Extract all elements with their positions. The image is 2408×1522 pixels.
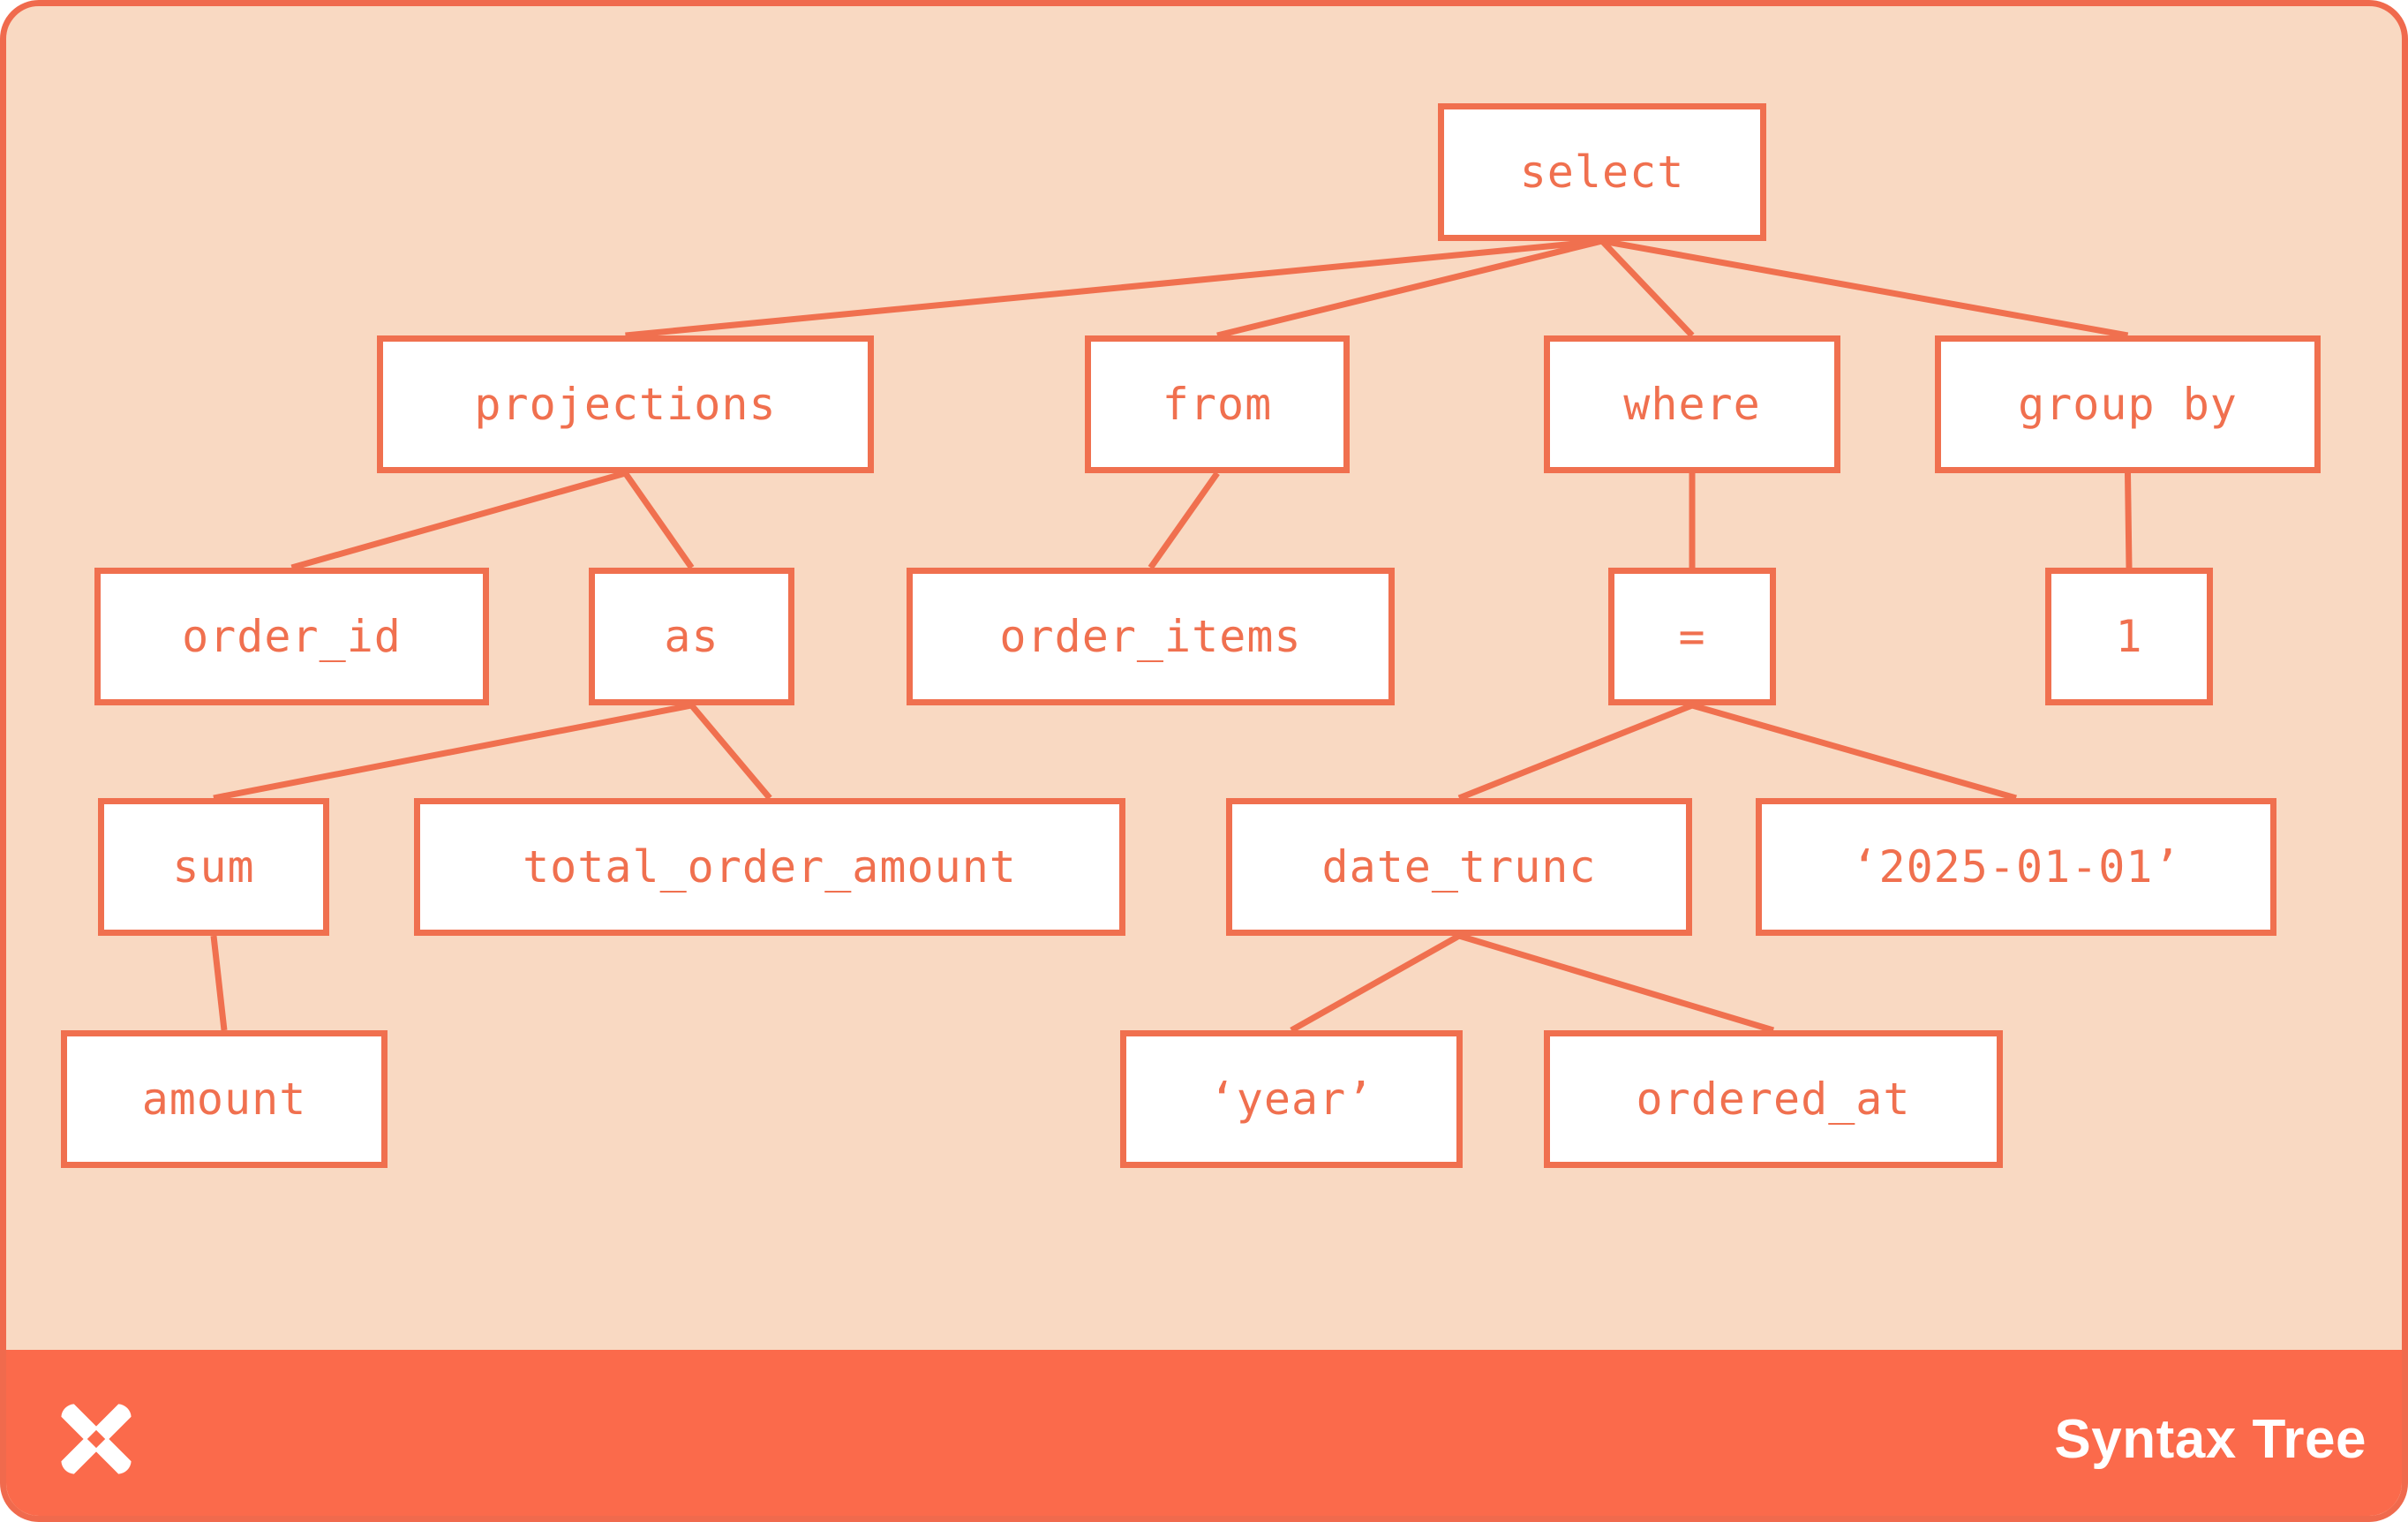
tree-edge-as-to-sum [213,702,693,802]
tree-edge-projections-to-as [622,471,695,570]
tree-node-date_trunc[interactable]: date_trunc [1226,798,1692,936]
tree-edge-select-to-group_by [1601,237,2129,339]
tree-node-group_by[interactable]: group by [1935,335,2321,473]
tree-node-label: projections [474,379,777,430]
tree-edge-from-to-order_items [1148,471,1220,570]
footer-bar: Syntax Tree [6,1350,2402,1516]
tree-node-label: from [1162,379,1273,430]
tree-node-label: order_items [999,611,1302,662]
tree-node-sum[interactable]: sum [98,798,329,936]
tree-edge-date_trunc-to-ordered_at [1457,932,1775,1034]
tree-node-order_id[interactable]: order_id [94,568,489,705]
tree-node-label: where [1623,379,1761,430]
tree-node-where[interactable]: where [1544,335,1840,473]
footer-title: Syntax Tree [2054,1408,2367,1470]
tree-edge-sum-to-amount [210,935,228,1031]
tree-edge-as-to-total_order_amount [689,703,772,801]
tree-edge-group_by-to-one [2125,472,2133,569]
tree-node-label: amount [141,1074,307,1125]
tree-node-label: order_id [182,611,402,662]
tree-node-from[interactable]: from [1085,335,1350,473]
tree-node-label: ordered_at [1636,1074,1911,1125]
tree-node-ordered_at[interactable]: ordered_at [1544,1030,2003,1168]
tree-node-amount[interactable]: amount [61,1030,388,1168]
tree-node-label: 1 [2115,611,2143,662]
tree-node-label: select [1519,147,1685,198]
tree-node-label: group by [2018,379,2238,430]
tree-edge-select-to-projections [625,237,1603,339]
tree-edge-eq-to-date_literal [1691,702,2017,802]
tree-node-as[interactable]: as [589,568,794,705]
tree-node-label: ‘year’ [1208,1074,1374,1125]
tree-edge-select-to-where [1599,238,1695,338]
tree-node-label: sum [172,841,255,893]
tree-node-label: date_trunc [1321,841,1597,893]
tree-edge-date_trunc-to-year_literal [1290,932,1461,1034]
tree-node-year_literal[interactable]: ‘year’ [1120,1030,1463,1168]
tree-node-label: = [1678,611,1706,662]
tree-node-date_literal[interactable]: ‘2025-01-01’ [1756,798,2276,936]
tree-edge-projections-to-order_id [290,470,627,571]
tree-node-label: ‘2025-01-01’ [1851,841,2181,893]
tree-node-label: as [664,611,719,662]
syntax-tree-diagram: select projections from where group by order_… [6,6,2402,1350]
tree-node-total_order_amount[interactable]: total_order_amount [414,798,1125,936]
tree-edge-select-to-from [1216,237,1603,339]
tree-edge-eq-to-date_trunc [1457,702,1694,802]
tree-node-select[interactable]: select [1438,103,1766,241]
tree-edges-layer [210,237,2133,1034]
tree-node-label: total_order_amount [523,841,1017,893]
x-star-logo-icon [61,1404,132,1474]
tree-node-one[interactable]: 1 [2045,568,2213,705]
tree-node-projections[interactable]: projections [377,335,874,473]
tree-node-eq[interactable]: = [1608,568,1776,705]
tree-node-order_items[interactable]: order_items [907,568,1395,705]
